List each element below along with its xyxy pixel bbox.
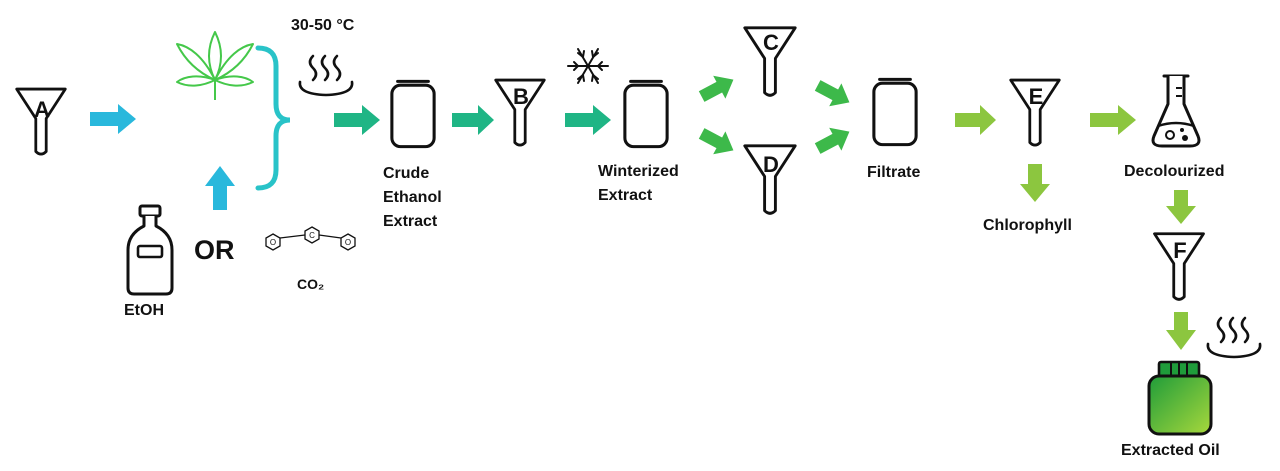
arrow-to-filter-b: [452, 105, 494, 135]
bracket: [255, 45, 291, 191]
filter-a: A: [15, 87, 67, 156]
filtrate-label: Filtrate: [867, 164, 921, 181]
winterized-extract-label: Winterized Extract: [598, 163, 679, 204]
arrow-to-filter-e: [955, 105, 996, 135]
crude-extract-label: Crude Ethanol Extract: [383, 165, 442, 230]
crude-extract-jar-icon: [390, 79, 436, 149]
flask-icon: [1151, 74, 1201, 148]
winterized-extract-jar-icon: [623, 79, 669, 149]
co2-left-atom: O: [270, 238, 276, 247]
filter-c: C: [743, 26, 797, 97]
snowflake-icon: [567, 48, 609, 84]
filter-a-letter: A: [34, 97, 50, 122]
decolourized-label: Decolourized: [1124, 163, 1225, 180]
filter-b-letter: B: [513, 84, 529, 109]
arrow-to-winterized-jar: [565, 105, 611, 135]
filter-e: E: [1009, 78, 1061, 147]
ethanol-bottle-icon: [126, 204, 174, 296]
arrow-to-crude-jar: [334, 105, 380, 135]
cannabis-leaf-icon: [176, 31, 254, 100]
steam-icon: [1206, 316, 1262, 359]
arrow-d-to-filtrate: [814, 127, 850, 154]
extracted-oil-label: Extracted Oil: [1121, 442, 1220, 459]
arrow-to-filter-f: [1166, 190, 1196, 224]
co2-center-atom: C: [309, 231, 315, 240]
filter-c-letter: C: [763, 30, 779, 55]
temperature-label: 30-50 °C: [291, 17, 355, 34]
arrow-up-to-leaf: [205, 166, 235, 210]
filter-d-letter: D: [763, 152, 779, 177]
filter-d: D: [743, 144, 797, 215]
filtrate-jar-icon: [872, 77, 918, 147]
filter-b: B: [494, 78, 546, 147]
arrow-to-chlorophyll: [1020, 164, 1050, 202]
chlorophyll-label: Chlorophyll: [983, 217, 1072, 234]
arrow-to-filter-d: [698, 128, 734, 155]
filter-e-letter: E: [1029, 84, 1044, 109]
steam-icon: [298, 54, 354, 97]
co2-molecule-icon: O C O: [265, 226, 356, 251]
filter-f: F: [1153, 232, 1205, 301]
arrow-to-flask: [1090, 105, 1136, 135]
arrow-a-to-leaf: [90, 104, 136, 134]
arrow-c-to-filtrate: [814, 80, 850, 107]
etoh-label: EtOH: [124, 302, 164, 319]
arrow-to-filter-c: [698, 75, 734, 102]
filter-f-letter: F: [1173, 238, 1186, 263]
co2-right-atom: O: [345, 238, 351, 247]
co2-label: CO₂: [297, 276, 325, 292]
arrow-to-oil-jar: [1166, 312, 1196, 350]
oil-jar-icon: [1147, 360, 1213, 436]
arrows: [90, 75, 1196, 350]
or-label: OR: [194, 235, 235, 265]
